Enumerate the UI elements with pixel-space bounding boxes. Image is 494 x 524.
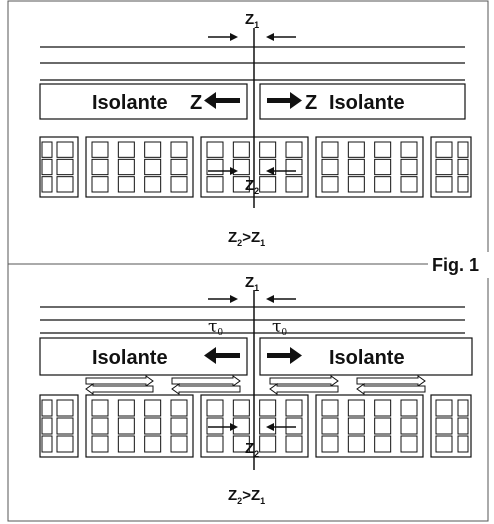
z2-arrow-right-icon: [266, 167, 296, 175]
z-label-left: Z: [190, 92, 202, 114]
masonry-block: [39, 394, 79, 458]
z1-top-label: Z1: [245, 274, 259, 293]
block-row-top: [39, 136, 472, 198]
relation-label: Z2>Z1: [228, 487, 265, 506]
insulator-label-left: Isolante: [92, 92, 168, 114]
z1-arrow-right-icon: [266, 295, 296, 303]
shear-arrow-right-icon: [356, 375, 426, 387]
masonry-block: [315, 136, 424, 198]
z1-arrow-right-icon: [266, 33, 296, 41]
compression-arrow-left-icon: [204, 347, 240, 364]
panel-bottom: Isolante Isolante τ0 τ0 Z1: [39, 274, 473, 506]
panel-bottom-frame: [7, 263, 489, 522]
masonry-block: [430, 136, 472, 198]
insulator-label-right: Isolante: [329, 92, 405, 114]
masonry-block: [430, 394, 472, 458]
shear-arrow-left-icon: [356, 383, 426, 395]
z2-arrow-left-icon: [208, 167, 238, 175]
compression-arrow-left-icon: [204, 92, 240, 109]
z1-top-label: Z1: [245, 11, 259, 30]
compression-arrow-right-icon: [267, 92, 302, 109]
block-row-bottom: [39, 394, 472, 458]
masonry-block: [85, 136, 194, 198]
figure-label-box: [428, 252, 490, 278]
shear-arrow-right-icon: [269, 375, 339, 387]
shear-arrow-left-icon: [171, 383, 241, 395]
z-label-right: Z: [305, 92, 317, 114]
z2-mid-label: Z2: [245, 440, 259, 459]
shear-arrow-left-icon: [269, 383, 339, 395]
compression-arrow-right-icon: [267, 347, 302, 364]
figure-label: Fig. 1: [432, 255, 479, 275]
z2-arrow-left-icon: [208, 423, 238, 431]
z2-mid-label: Z2: [245, 177, 259, 196]
shear-arrow-left-icon: [85, 383, 154, 395]
relation-label: Z2>Z1: [228, 229, 265, 248]
masonry-block: [315, 394, 424, 458]
insulator-label-right: Isolante: [329, 347, 405, 369]
tau-label-left: τ0: [208, 317, 223, 338]
tau-label-right: τ0: [272, 317, 287, 338]
z2-arrow-right-icon: [266, 423, 296, 431]
masonry-block: [39, 136, 79, 198]
insulator-label-left: Isolante: [92, 347, 168, 369]
shear-arrow-right-icon: [171, 375, 241, 387]
panel-top: Isolante Z Z Isolante Z1: [39, 11, 472, 248]
panel-top-frame: [7, 0, 489, 265]
shear-arrows: [85, 375, 426, 395]
shear-arrow-right-icon: [85, 375, 154, 387]
z1-arrow-left-icon: [208, 33, 238, 41]
masonry-block: [85, 394, 194, 458]
z1-arrow-left-icon: [208, 295, 238, 303]
